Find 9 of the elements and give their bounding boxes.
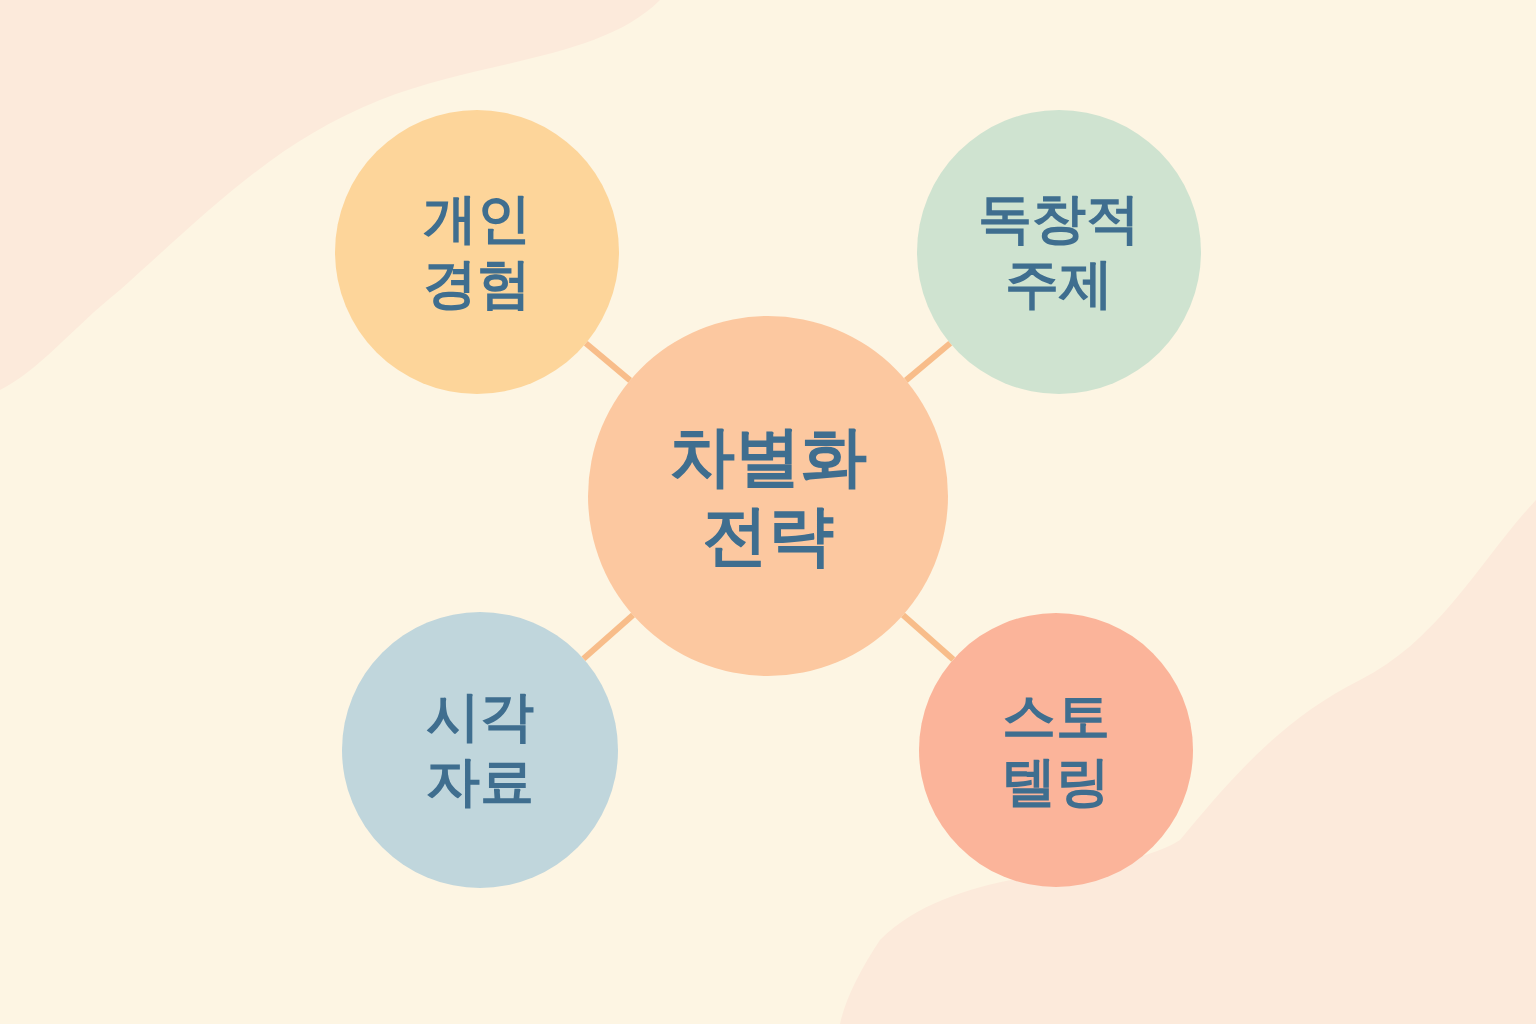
connector-line xyxy=(901,612,956,662)
connector-line xyxy=(904,340,953,383)
connector-line xyxy=(581,612,635,661)
circle-label: 시각 자료 xyxy=(425,685,535,815)
circle-label: 차별화 전략 xyxy=(668,416,868,576)
circle-label: 개인 경험 xyxy=(422,187,532,317)
circle-label: 독창적 주제 xyxy=(977,187,1141,317)
circle-label: 스토텔링 xyxy=(1001,685,1111,815)
connector-line xyxy=(583,340,632,383)
